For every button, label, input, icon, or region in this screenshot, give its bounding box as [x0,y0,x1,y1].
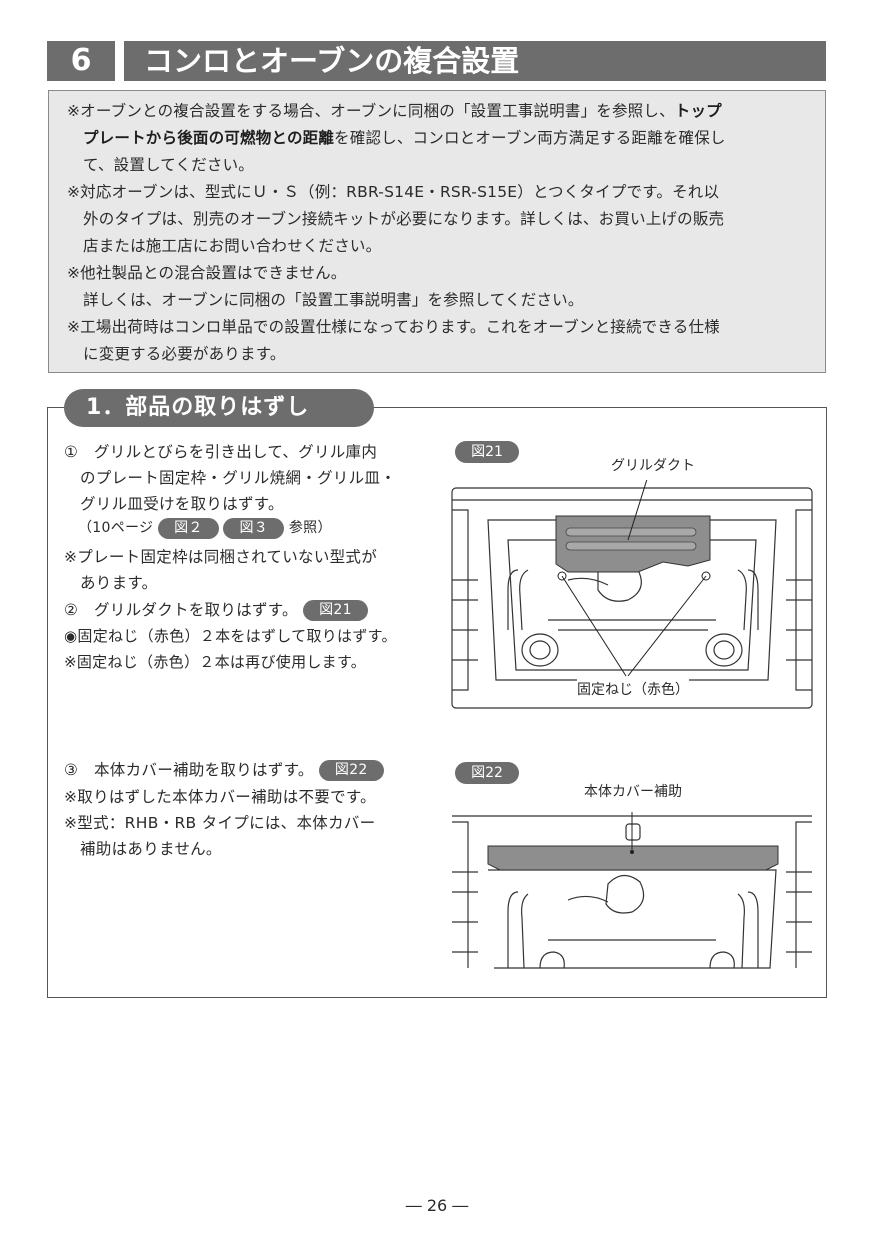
step1-line-3: グリル皿受けを取りはずす。 [80,495,284,513]
notice-line-2: プレートから後面の可燃物との距離を確認し、コンロとオーブン両方満足する距離を確保… [83,129,726,147]
notice-line-9: ※工場出荷時はコンロ単品での設置仕様になっております。これをオーブンと接続できる… [67,318,720,336]
fig21-illustration [451,480,813,709]
fig2-ref-badge: 図２ [158,517,219,539]
fig3-ref-badge: 図３ [223,517,285,539]
step1-line-1: ① グリルとびらを引き出して、グリル庫内 [64,443,378,461]
step1-reference: （10ページ 図２ 図３ 参照） [78,517,332,539]
fig21-label-screw: 固定ねじ（赤色） [577,679,689,699]
notice-box: ※オーブンとの複合設置をする場合、オーブンに同梱の「設置工事説明書」を参照し、ト… [48,90,826,373]
step2-line: ② グリルダクトを取りはずす。 図21 [64,598,368,621]
notice-line-6: 店または施工店にお問い合わせください。 [83,237,382,255]
step3-line: ③ 本体カバー補助を取りはずす。 図22 [64,758,384,781]
fig22-ref-badge: 図22 [318,760,384,781]
subsection-frame [47,407,827,998]
fig21-ref-badge: 図21 [303,600,368,621]
step3-note-1: ※取りはずした本体カバー補助は不要です。 [64,788,376,806]
fig21-label-duct: グリルダクト [611,458,695,474]
fig22-illustration [452,812,812,969]
notice-line-10: に変更する必要があります。 [83,345,286,363]
page-number: ― 26 ― [405,1196,469,1215]
notice-line-8: 詳しくは、オーブンに同梱の「設置工事説明書」を参照してください。 [83,291,584,309]
notice-line-3: て、設置してください。 [83,156,254,174]
step3-note-2: ※型式：RHB・RB タイプには、本体カバー [64,814,376,832]
fig22-tag: 図22 [455,762,519,784]
section-number: 6 [47,41,115,81]
fig22-label-cover: 本体カバー補助 [584,784,682,800]
notice-line-5: 外のタイプは、別売のオーブン接続キットが必要になります。詳しくは、お買い上げの販… [83,210,725,228]
notice-line-4: ※対応オーブンは、型式にＵ・Ｓ（例：RBR-S14E・RSR-S15E）とつくタ… [67,183,720,201]
fig21-tag: 図21 [455,441,519,463]
notice-line-1: ※オーブンとの複合設置をする場合、オーブンに同梱の「設置工事説明書」を参照し、ト… [67,102,722,120]
subsection-title: 1．部品の取りはずし [64,389,374,427]
step1-line-2: のプレート固定枠・グリル焼網・グリル皿・ [80,469,397,487]
notice-line-7: ※他社製品との混合設置はできません。 [67,264,347,282]
step2-bullet: ◉固定ねじ（赤色）２本をはずして取りはずす。 [64,627,397,645]
step1-note-2: あります。 [80,574,158,592]
step3-note-3: 補助はありません。 [80,840,222,858]
step2-note: ※固定ねじ（赤色）２本は再び使用します。 [64,653,367,671]
step1-note-1: ※プレート固定枠は同梱されていない型式が [64,548,378,566]
section-title: コンロとオーブンの複合設置 [124,41,826,81]
